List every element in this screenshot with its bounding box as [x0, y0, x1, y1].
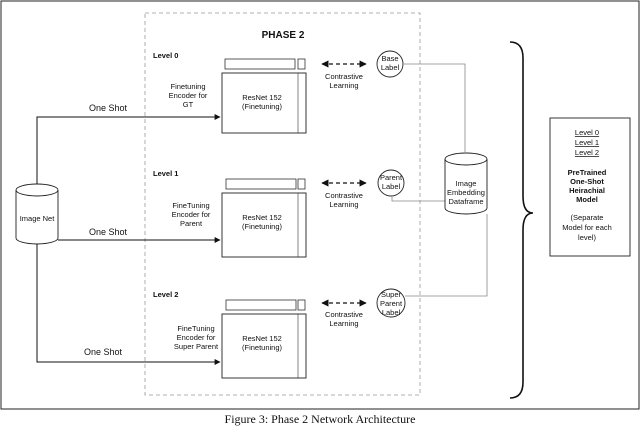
output-level-link-1[interactable]: Level 1	[575, 138, 599, 147]
level-0-label: Level 0	[153, 51, 178, 60]
level-0-target-line-1: Base	[381, 54, 398, 63]
level-1-target-node: Parent Label	[377, 169, 405, 197]
level-1-model-block: ResNet 152 (Finetuning)	[221, 178, 307, 258]
output-note-line-1: (Separate	[571, 213, 604, 222]
level-1-target-line-2: Label	[382, 182, 401, 191]
level-2-target-line-2: Parent	[380, 299, 403, 308]
parent-label-connector	[391, 197, 445, 202]
output-note-line-3: level)	[578, 233, 596, 242]
embedding-line-3: Dataframe	[448, 197, 483, 206]
level-0-model-line-1: ResNet 152	[242, 93, 282, 102]
outer-frame	[0, 0, 640, 410]
output-note-line-2: Model for each	[562, 223, 612, 232]
phase-title: PHASE 2	[262, 30, 305, 41]
output-level-link-0[interactable]: Level 0	[575, 128, 599, 137]
level-2-target-line-3: Label	[382, 308, 401, 317]
level-0-target-line-2: Label	[381, 63, 400, 72]
embedding-line-1: Image	[456, 179, 477, 188]
one-shot-label-level-1: One Shot	[89, 227, 128, 237]
level-0-contrastive-line-1: Contrastive	[325, 72, 363, 81]
level-2-label: Level 2	[153, 290, 178, 299]
embedding-line-2: Embedding	[447, 188, 485, 197]
output-title-line-3: Heirachial	[569, 186, 605, 195]
level-2-encoder-line-3: Super Parent	[174, 342, 219, 351]
output-title-line-1: PreTrained	[568, 168, 607, 177]
level-2-encoder-line-2: Encoder for	[177, 333, 216, 342]
phase-2-region	[144, 12, 421, 396]
output-title-line-2: One-Shot	[570, 177, 604, 186]
level-2-target-line-1: Super	[381, 290, 402, 299]
level-1-contrastive-line-1: Contrastive	[325, 191, 363, 200]
output-title-line-4: Model	[576, 195, 598, 204]
one-shot-label-level-2: One Shot	[84, 347, 123, 357]
level-0-encoder-line-1: Finetuning	[170, 82, 205, 91]
level-0-target-node: Base Label	[376, 50, 404, 78]
image-net-database: Image Net	[15, 183, 59, 245]
image-net-label: Image Net	[20, 214, 56, 223]
level-1-encoder-line-3: Parent	[180, 219, 203, 228]
level-1-contrastive-line-2: Learning	[329, 200, 358, 209]
one-shot-arrow-level-2	[36, 244, 221, 365]
level-1-model-line-2: (Finetuning)	[242, 222, 283, 231]
pretrained-model-box: Level 0 Level 1 Level 2 PreTrained One-S…	[549, 117, 631, 257]
output-level-link-2[interactable]: Level 2	[575, 148, 599, 157]
level-2-contrastive-line-1: Contrastive	[325, 310, 363, 319]
grouping-brace	[509, 41, 534, 399]
super-parent-label-connector	[405, 214, 488, 297]
level-2-model-block: ResNet 152 (Finetuning)	[221, 299, 307, 379]
level-1-label: Level 1	[153, 169, 178, 178]
base-label-connector	[403, 63, 466, 152]
level-1-encoder-line-1: FineTuning	[172, 201, 209, 210]
level-2-model-line-2: (Finetuning)	[242, 343, 283, 352]
level-2-encoder-line-1: FineTuning	[177, 324, 214, 333]
image-embedding-database: Image Embedding Dataframe	[444, 152, 488, 215]
level-1-target-line-1: Parent	[380, 173, 403, 182]
level-0-model-line-2: (Finetuning)	[242, 102, 283, 111]
level-0-encoder-line-3: GT	[183, 100, 194, 109]
level-0-contrastive-line-2: Learning	[329, 81, 358, 90]
level-2-contrastive-line-2: Learning	[329, 319, 358, 328]
one-shot-arrow-level-0	[36, 114, 221, 184]
figure-caption: Figure 3: Phase 2 Network Architecture	[225, 412, 416, 426]
level-2-model-line-1: ResNet 152	[242, 334, 282, 343]
level-0-encoder-line-2: Encoder for	[169, 91, 208, 100]
one-shot-label-level-0: One Shot	[89, 103, 128, 113]
level-1-encoder-line-2: Encoder for	[172, 210, 211, 219]
level-0-model-block: ResNet 152 (Finetuning)	[221, 58, 307, 134]
level-2-target-node: Super Parent Label	[376, 288, 406, 318]
level-1-model-line-1: ResNet 152	[242, 213, 282, 222]
